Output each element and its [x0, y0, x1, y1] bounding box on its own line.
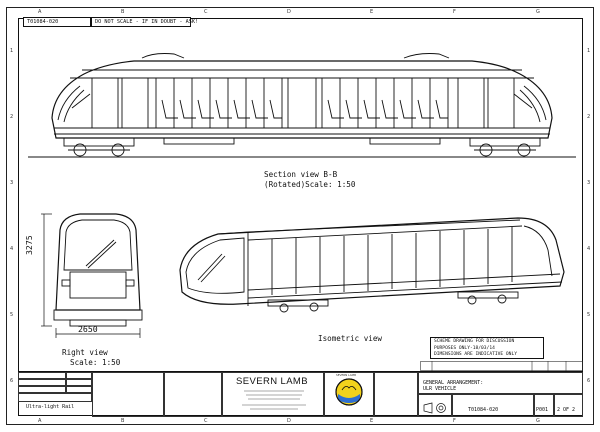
severn-lamb-logo-icon — [335, 378, 363, 406]
section-view-title: Section view B-B — [264, 170, 338, 179]
drawing-title-line-2: ULR VEHICLE — [423, 386, 457, 392]
zone-row-1-left: 1 — [10, 48, 14, 54]
tb-cell — [18, 393, 92, 402]
company-address-lines — [242, 390, 306, 410]
zone-col-e-bottom: E — [370, 418, 374, 424]
drawing-number-header: T01084-020 — [27, 19, 59, 25]
right-view-drawing — [41, 213, 143, 338]
section-view-drawing — [28, 53, 576, 158]
note-line-1: SCHEME DRAWING FOR DISCUSSION — [434, 339, 515, 344]
revision-table — [420, 361, 583, 371]
tb-cell — [18, 379, 66, 386]
zone-row-5-left: 5 — [10, 312, 14, 318]
zone-row-3-left: 3 — [10, 180, 14, 186]
zone-row-4-right: 4 — [587, 246, 591, 252]
logo-text: SEVERN LAMB — [336, 373, 357, 377]
projection-symbol-icon — [423, 402, 446, 414]
tb-cell — [374, 372, 418, 417]
scale-warning-box: DO NOT SCALE - IF IN DOUBT - ASK! — [91, 17, 198, 27]
drawing-number-box: T01084-020 — [23, 17, 91, 27]
outer-border — [6, 7, 594, 425]
zone-col-g-bottom: G — [536, 418, 540, 424]
width-dimension: 2650 — [78, 324, 98, 334]
zone-col-f-top: F — [453, 9, 456, 15]
company-name: SEVERN LAMB — [236, 376, 308, 387]
revision-cell — [534, 394, 554, 417]
zone-col-c-bottom: C — [204, 418, 208, 424]
tb-cell — [18, 386, 66, 393]
zone-row-2-left: 2 — [10, 114, 14, 120]
note-line-3: DIMENSIONS ARE INDICATIVE ONLY — [434, 352, 517, 358]
project-name: Ultra-light Rail — [26, 404, 75, 410]
title-block: Ultra-light Rail SEVERN LAMB SEVERN LAMB — [18, 371, 583, 417]
company-cell — [222, 372, 324, 417]
section-view-scale: (Rotated)Scale: 1:50 — [264, 180, 356, 189]
logo-cell — [324, 372, 374, 417]
scale-warning: DO NOT SCALE - IF IN DOUBT - ASK! — [95, 19, 199, 25]
drawing-title-line-1: GENERAL ARRANGEMENT: — [423, 380, 484, 386]
zone-row-2-right: 2 — [587, 114, 591, 120]
zone-col-d-bottom: D — [287, 418, 291, 424]
tb-cell — [92, 372, 164, 417]
right-view-scale: Scale: 1:50 — [70, 358, 121, 367]
isometric-view-drawing — [179, 217, 565, 313]
zone-row-6-left: 6 — [10, 378, 14, 384]
tb-cell — [66, 372, 92, 379]
zone-col-f-bottom: F — [453, 418, 456, 424]
tb-cell — [18, 372, 66, 379]
zone-col-b-top: B — [121, 9, 125, 15]
revision-number: P001 — [536, 407, 549, 413]
height-dimension: 3275 — [24, 235, 34, 255]
note-line-2: PURPOSES ONLY-18/03/14 — [434, 345, 495, 351]
zone-col-a-top: A — [38, 9, 42, 15]
tb-cell — [66, 379, 92, 386]
tb-cell — [164, 372, 222, 417]
zone-col-g-top: G — [536, 9, 540, 15]
zone-col-e-top: E — [370, 9, 374, 15]
zone-row-6-right: 6 — [587, 378, 591, 384]
right-view-title: Right view — [62, 348, 108, 357]
isometric-view-title: Isometric view — [318, 334, 383, 343]
tb-cell — [66, 386, 92, 393]
projection-cell — [418, 394, 452, 417]
zone-col-c-top: C — [204, 9, 208, 15]
zone-row-1-right: 1 — [587, 48, 591, 54]
drawing-title-cell — [418, 372, 583, 394]
zone-row-4-left: 4 — [10, 246, 14, 252]
zone-col-d-top: D — [287, 9, 291, 15]
sheet-number: 2 OF 2 — [557, 407, 576, 413]
inner-border — [18, 18, 583, 416]
zone-col-b-bottom: B — [121, 418, 125, 424]
zone-col-a-bottom: A — [38, 418, 42, 424]
zone-row-3-right: 3 — [587, 180, 591, 186]
sheet-cell — [554, 394, 583, 417]
zone-row-5-right: 5 — [587, 312, 591, 318]
drawing-number-footer: T01084-020 — [468, 407, 499, 413]
drawing-number-cell — [452, 394, 534, 417]
scheme-notes-box: SCHEME DRAWING FOR DISCUSSION PURPOSES O… — [430, 337, 544, 359]
